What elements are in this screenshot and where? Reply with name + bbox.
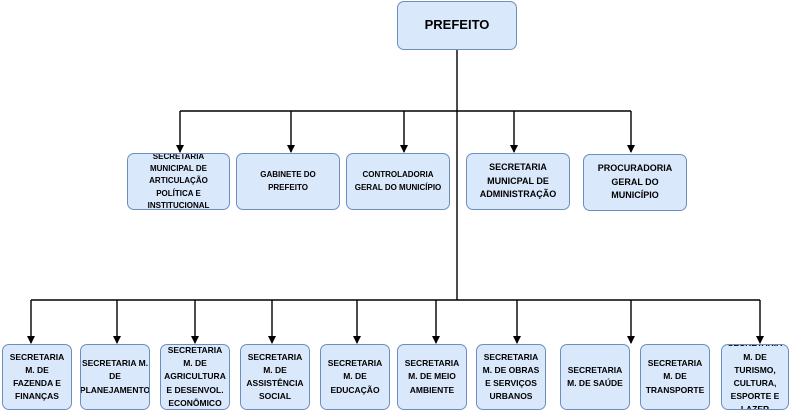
node-sec-meio-ambiente[interactable]: SECRETARIA M. DE MEIO AMBIENTE (397, 344, 467, 410)
node-controladoria-geral[interactable]: CONTROLADORIA GERAL DO MUNICÍPIO (346, 153, 450, 210)
node-sec-fazenda-financas[interactable]: SECRETARIA M. DE FAZENDA E FINANÇAS (2, 344, 72, 410)
node-label: SECRETARIA M. DE EDUCAÇÃO (327, 358, 383, 395)
node-label: SECRETARIA M. DE PLANEJAMENTO (80, 358, 150, 395)
node-label: SECRETARIA M. DE ASSISTÊNCIA SOCIAL (246, 351, 304, 402)
node-label: SECRETARIA M. DE SAÚDE (567, 364, 623, 388)
node-sec-educacao[interactable]: SECRETARIA M. DE EDUCAÇÃO (320, 344, 390, 410)
node-sec-turismo-cultura[interactable]: SECRETARIA M. DE TURISMO, CULTURA, ESPOR… (721, 344, 789, 410)
node-label: SECRETARIA M. DE MEIO AMBIENTE (404, 358, 460, 395)
node-label: SECRETARIA MUNICIPAL DE ARTICULAÇÃO POLÍ… (147, 153, 210, 210)
node-label: SECRETARIA M. DE FAZENDA E FINANÇAS (9, 351, 65, 402)
node-sec-articulacao-politica[interactable]: SECRETARIA MUNICIPAL DE ARTICULAÇÃO POLÍ… (127, 153, 230, 210)
node-gabinete-prefeito[interactable]: GABINETE DO PREFEITO (236, 153, 340, 210)
node-label: SECRETARIA M. DE OBRAS E SERVIÇOS URBANO… (482, 351, 540, 402)
node-sec-saude[interactable]: SECRETARIA M. DE SAÚDE (560, 344, 630, 410)
node-label: PROCURADORIA GERAL DO MUNICÍPIO (597, 162, 673, 201)
node-label: GABINETE DO PREFEITO (260, 170, 316, 192)
node-prefeito[interactable]: PREFEITO (397, 1, 517, 50)
node-label: CONTROLADORIA GERAL DO MUNICÍPIO (354, 170, 442, 192)
node-sec-transporte[interactable]: SECRETARIA M. DE TRANSPORTE (640, 344, 710, 410)
node-sec-planejamento[interactable]: SECRETARIA M. DE PLANEJAMENTO (80, 344, 150, 410)
node-prefeito-label: PREFEITO (424, 17, 490, 33)
node-sec-obras-servicos[interactable]: SECRETARIA M. DE OBRAS E SERVIÇOS URBANO… (476, 344, 546, 410)
node-label: SECRETARIA M. DE TURISMO, CULTURA, ESPOR… (728, 345, 783, 410)
node-procuradoria-geral[interactable]: PROCURADORIA GERAL DO MUNICÍPIO (583, 154, 687, 211)
node-sec-agricultura[interactable]: SECRETARIA M. DE AGRICULTURA E DESENVOL.… (160, 344, 230, 410)
node-sec-administracao[interactable]: SECRETARIA MUNICPAL DE ADMINISTRAÇÃO (466, 153, 570, 210)
node-label: SECRETARIA M. DE AGRICULTURA E DESENVOL.… (164, 345, 226, 408)
node-sec-assistencia-social[interactable]: SECRETARIA M. DE ASSISTÊNCIA SOCIAL (240, 344, 310, 410)
node-label: SECRETARIA M. DE TRANSPORTE (645, 358, 705, 395)
node-label: SECRETARIA MUNICPAL DE ADMINISTRAÇÃO (479, 161, 557, 200)
